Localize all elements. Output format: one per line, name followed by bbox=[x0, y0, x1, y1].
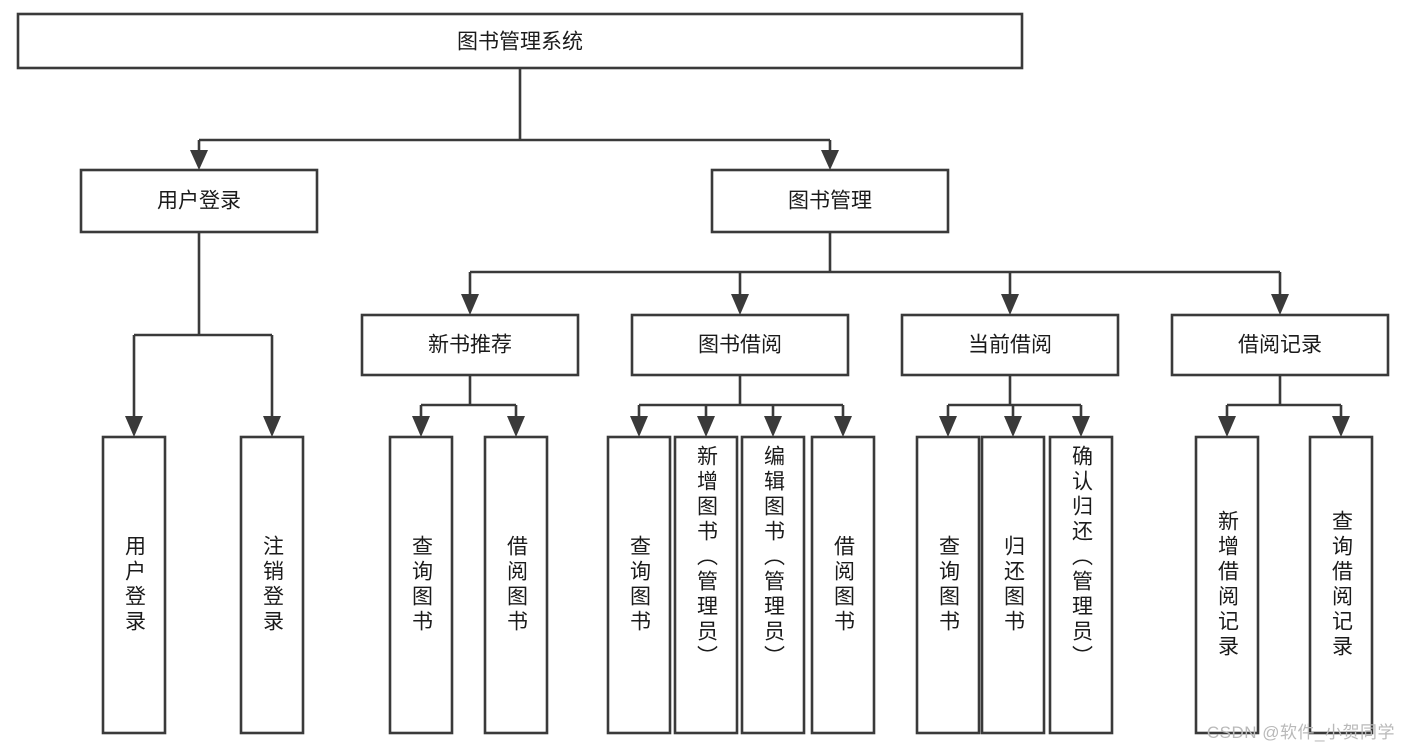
node-user-login-box[interactable] bbox=[79, 168, 319, 234]
leaf-box-logout[interactable] bbox=[239, 435, 305, 735]
leaf-box-record-add-record[interactable] bbox=[1194, 435, 1260, 735]
arrowhead-new-book bbox=[461, 294, 479, 315]
node-book-borrow[interactable]: 图书借阅 bbox=[630, 313, 850, 377]
arrowhead-newbook-leaf-1 bbox=[412, 416, 430, 437]
arrowhead-current-borrow bbox=[1001, 294, 1019, 315]
arrowhead-book-mgmt bbox=[821, 150, 839, 170]
leaf-box-current-return-book[interactable] bbox=[980, 435, 1046, 735]
node-root-box[interactable] bbox=[16, 12, 1024, 70]
leaf-box-current-query-book[interactable] bbox=[915, 435, 981, 735]
node-new-book-recommend-box[interactable] bbox=[360, 313, 580, 377]
csdn-watermark: CSDN @软件_小贺同学 bbox=[1206, 723, 1395, 742]
leaf-box-current-confirm-return[interactable] bbox=[1048, 435, 1114, 735]
node-borrow-record[interactable]: 借阅记录 bbox=[1170, 313, 1390, 377]
arrowhead-bookborrow-leaf-2 bbox=[697, 416, 715, 437]
arrowhead-bookborrow-leaf-4 bbox=[834, 416, 852, 437]
arrowhead-user-login bbox=[190, 150, 208, 170]
node-user-login-label: 用户登录 bbox=[157, 190, 241, 213]
leaf-box-newbook-borrow-book[interactable] bbox=[483, 435, 549, 735]
leaf-box-borrow-add-book[interactable] bbox=[673, 435, 739, 735]
node-borrow-record-box[interactable] bbox=[1170, 313, 1390, 377]
node-book-management[interactable]: 图书管理 bbox=[710, 168, 950, 234]
node-user-login[interactable]: 用户登录 bbox=[79, 168, 319, 234]
arrowhead-bookborrow-leaf-1 bbox=[630, 416, 648, 437]
connector-group bbox=[125, 68, 1350, 437]
arrowhead-currentborrow-leaf-3 bbox=[1072, 416, 1090, 437]
leaf-box-borrow-query-book[interactable] bbox=[606, 435, 672, 735]
leaf-box-borrow-edit-book[interactable] bbox=[740, 435, 806, 735]
node-book-management-box[interactable] bbox=[710, 168, 950, 234]
leaf-box-borrow-borrow-book[interactable] bbox=[810, 435, 876, 735]
leaf-box-newbook-query-book[interactable] bbox=[388, 435, 454, 735]
arrowhead-borrowrecord-leaf-1 bbox=[1218, 416, 1236, 437]
node-book-borrow-label: 图书借阅 bbox=[698, 334, 782, 357]
node-new-book-recommend[interactable]: 新书推荐 bbox=[360, 313, 580, 377]
arrowhead-currentborrow-leaf-2 bbox=[1004, 416, 1022, 437]
arrowhead-borrow-record bbox=[1271, 294, 1289, 315]
node-book-management-label: 图书管理 bbox=[788, 190, 872, 213]
node-borrow-record-label: 借阅记录 bbox=[1238, 334, 1322, 357]
node-current-borrow-box[interactable] bbox=[900, 313, 1120, 377]
node-root-label: 图书管理系统 bbox=[457, 31, 583, 54]
leaf-box-record-query-record[interactable] bbox=[1308, 435, 1374, 735]
arrowhead-newbook-leaf-2 bbox=[507, 416, 525, 437]
arrowhead-currentborrow-leaf-1 bbox=[939, 416, 957, 437]
node-current-borrow-label: 当前借阅 bbox=[968, 334, 1052, 357]
arrowhead-user-login-leaf bbox=[125, 416, 143, 437]
node-root[interactable]: 图书管理系统 bbox=[16, 12, 1024, 70]
arrowhead-logout-leaf bbox=[263, 416, 281, 437]
arrowhead-bookborrow-leaf-3 bbox=[764, 416, 782, 437]
node-new-book-recommend-label: 新书推荐 bbox=[428, 334, 512, 357]
node-current-borrow[interactable]: 当前借阅 bbox=[900, 313, 1120, 377]
leaf-box-user-login[interactable] bbox=[101, 435, 167, 735]
arrowhead-borrowrecord-leaf-2 bbox=[1332, 416, 1350, 437]
node-book-borrow-box[interactable] bbox=[630, 313, 850, 377]
arrowhead-book-borrow bbox=[731, 294, 749, 315]
leaf-box-group bbox=[101, 435, 1374, 735]
